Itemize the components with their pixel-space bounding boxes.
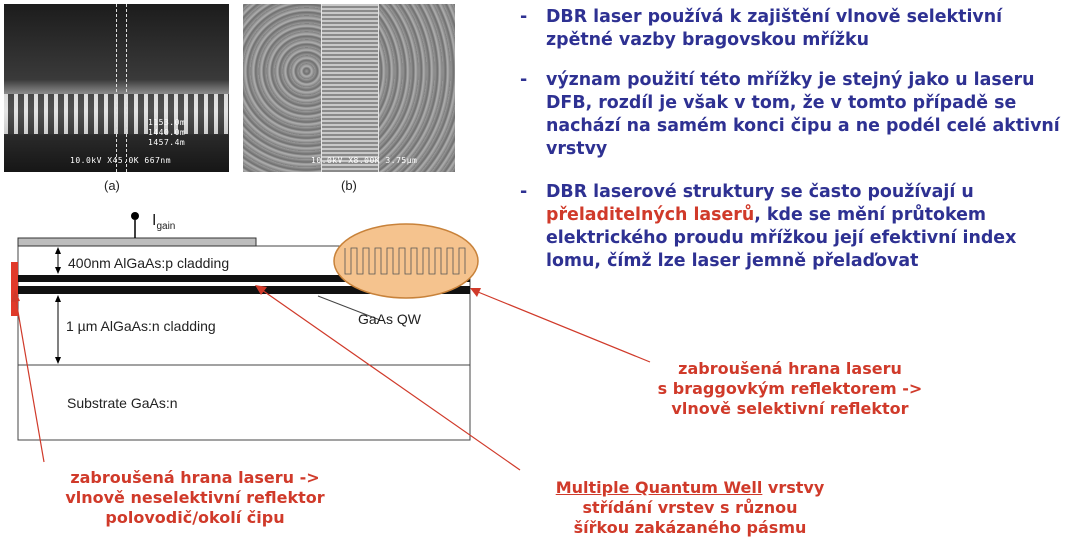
arrow-head — [470, 288, 481, 297]
bullet-text-part: , kde se mění průtokem elektrického prou… — [546, 205, 1017, 271]
bullet-text-part: DBR laserové struktury se často používaj… — [546, 182, 974, 202]
active-layer-lower — [18, 286, 470, 294]
contact-terminal — [131, 212, 139, 220]
bullet-text: DBR laserové struktury se často používaj… — [546, 181, 1068, 273]
n-cladding-label: 1 µm AlGaAs:n cladding — [66, 318, 216, 334]
qw-pointer — [317, 295, 381, 321]
annotation-line: polovodič/okolí čipu — [105, 508, 285, 527]
left-edge-arrow — [15, 299, 45, 463]
right-edge-annotation: zabroušená hrana laseru s braggovkým ref… — [620, 359, 960, 419]
tunable-lasers-highlight: přeladitelných laserů — [546, 205, 755, 225]
left-edge-annotation: zabroušená hrana laseru -> vlnově nesele… — [20, 468, 370, 528]
sem-caption: 10.0kV X8.00K 3.75µm — [311, 156, 418, 165]
arrow-head — [55, 357, 61, 364]
sem-caption: 10.0kV X45.0K 667nm — [70, 156, 172, 165]
annotation-line: zabroušená hrana laseru — [678, 359, 902, 378]
bullet-text: význam použití této mřížky je stejný jak… — [546, 70, 1060, 159]
annotation-line: vlnově selektivní reflektor — [671, 399, 909, 418]
annotation-line: šířkou zakázaného pásmu — [573, 518, 807, 537]
mqw-annotation: Multiple Quantum Well vrstvy střídání vr… — [500, 478, 880, 538]
bullet-dash: - — [520, 182, 528, 202]
grating-band — [321, 4, 379, 172]
sem-measure: 1457.4m — [148, 138, 186, 147]
bullet-item: - DBR laserové struktury se často použív… — [520, 181, 1068, 273]
grating-teeth — [344, 247, 466, 275]
annotation-line: s braggovkým reflektorem -> — [657, 379, 923, 398]
sem-measure: 1440.0m — [148, 128, 186, 137]
left-facet-mirror — [11, 262, 18, 316]
annotation-line: střídání vrstev s různou — [582, 498, 798, 517]
arrow-head — [55, 295, 61, 302]
arrow-head — [11, 290, 20, 302]
arrow-head — [55, 247, 61, 254]
measure-line — [126, 4, 127, 172]
annotation-line: zabroušená hrana laseru -> — [70, 468, 320, 487]
annotation-line: Multiple Quantum Well vrstvy — [500, 478, 880, 498]
qw-label: GaAs QW — [358, 311, 422, 327]
substrate-label: Substrate GaAs:n — [67, 395, 178, 411]
bullet-item: - význam použití této mřížky je stejný j… — [520, 69, 1068, 161]
sem-measure: 1153.0m — [148, 118, 186, 127]
mqw-arrow — [261, 289, 521, 471]
p-cladding-label: 400nm AlGaAs:p cladding — [68, 255, 230, 271]
right-edge-arrow — [477, 291, 651, 363]
bullet-dash: - — [520, 7, 528, 27]
arrow-head — [55, 267, 61, 274]
arrow-head — [255, 285, 267, 295]
sem-image-a: 1153.0m 1440.0m 1457.4m 10.0kV X45.0K 66… — [4, 4, 229, 172]
measure-line — [116, 4, 117, 172]
bullet-dash: - — [520, 70, 528, 90]
mqw-term: Multiple Quantum Well — [555, 478, 763, 497]
top-electrode — [17, 237, 257, 247]
active-layer-upper — [18, 275, 470, 282]
bullet-item: - DBR laser používá k zajištění vlnově s… — [520, 6, 1068, 52]
sem-image-b: 10.0kV X8.00K 3.75µm — [243, 4, 455, 172]
image-a-label: (a) — [104, 178, 120, 193]
igain-subscript: gain — [156, 221, 176, 233]
igain-label: Igain — [152, 212, 175, 232]
igain-symbol: I — [152, 212, 157, 229]
annotation-line: vlnově neselektivní reflektor — [65, 488, 325, 507]
bragg-grating-region — [333, 223, 479, 299]
image-b-label: (b) — [341, 178, 357, 193]
bullet-text: DBR laser používá k zajištění vlnově sel… — [546, 7, 1003, 50]
mqw-rest: vrstvy — [762, 478, 825, 497]
